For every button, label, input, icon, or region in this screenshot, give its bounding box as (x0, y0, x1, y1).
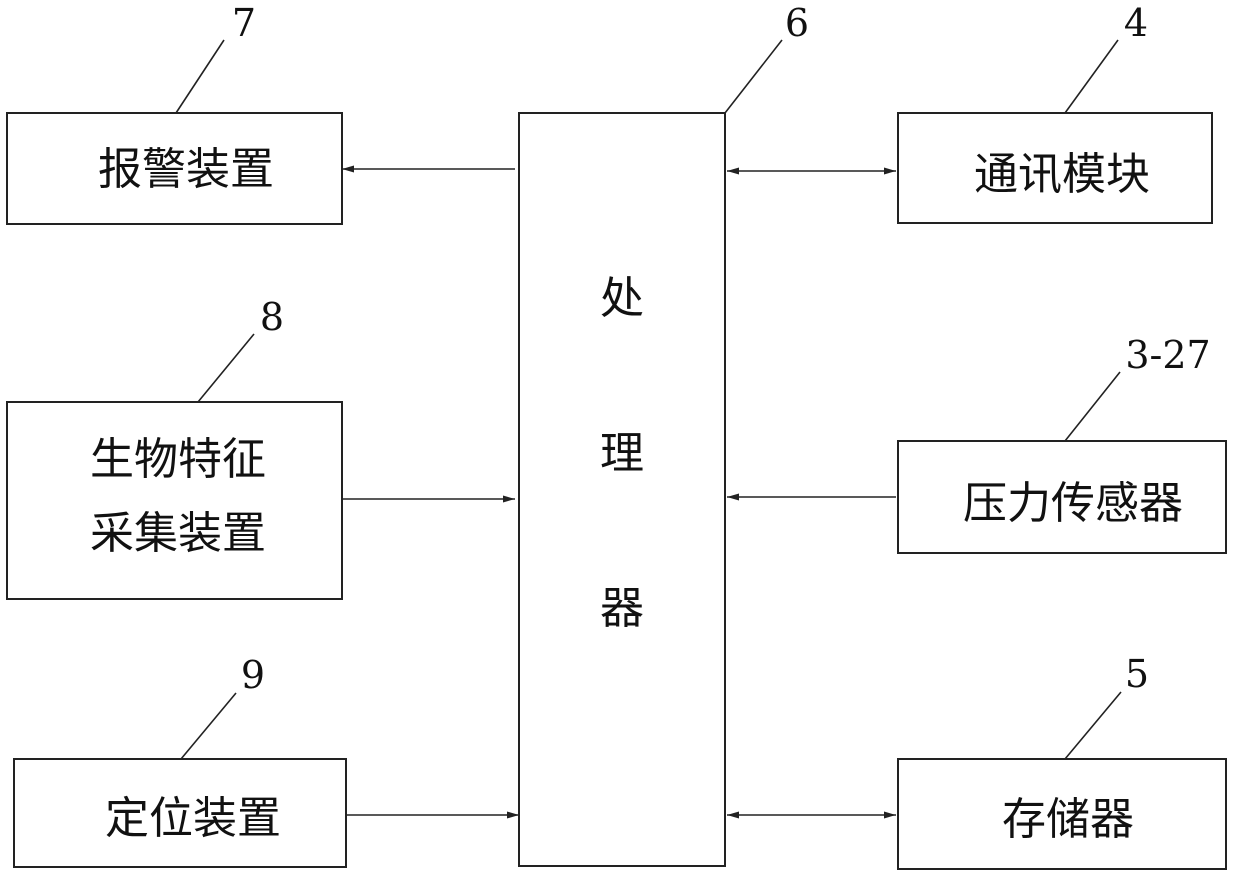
ref-7-label: 7 (232, 1, 256, 45)
ref-8-label: 8 (260, 295, 284, 339)
processor-label-char-2: 理 (600, 428, 644, 479)
processor-block: 处 理 器 (519, 113, 725, 866)
biometric-device-label-line-1: 生物特征 (90, 434, 266, 485)
alarm-device-label: 报警装置 (98, 144, 274, 195)
ref-8-leader (198, 334, 254, 402)
storage-block: 存储器 (898, 759, 1226, 869)
pressure-sensor-label: 压力传感器 (963, 478, 1183, 529)
ref-9-label: 9 (241, 653, 265, 697)
ref-6-leader (725, 40, 782, 113)
ref-3-27-label: 3-27 (1125, 333, 1210, 377)
pressure-sensor-block: 压力传感器 (898, 441, 1226, 553)
positioning-device-block: 定位装置 (14, 759, 346, 867)
ref-4-label: 4 (1124, 1, 1148, 45)
processor-label-char-1: 处 (600, 273, 644, 324)
ref-9-leader (181, 693, 236, 759)
communication-module-label: 通讯模块 (974, 149, 1150, 200)
ref-7-leader (176, 40, 224, 113)
biometric-device-label-line-2: 采集装置 (90, 508, 266, 559)
communication-module-block: 通讯模块 (898, 113, 1212, 223)
ref-4-leader (1065, 40, 1118, 113)
positioning-device-label: 定位装置 (105, 793, 281, 844)
ref-5-label: 5 (1125, 652, 1149, 696)
biometric-device-block: 生物特征 采集装置 (7, 402, 342, 599)
processor-label-char-3: 器 (600, 583, 644, 634)
storage-label: 存储器 (1002, 794, 1134, 845)
ref-6-label: 6 (785, 1, 809, 45)
ref-3-27-leader (1065, 372, 1120, 441)
ref-5-leader (1065, 692, 1121, 759)
alarm-device-block: 报警装置 (7, 113, 342, 224)
